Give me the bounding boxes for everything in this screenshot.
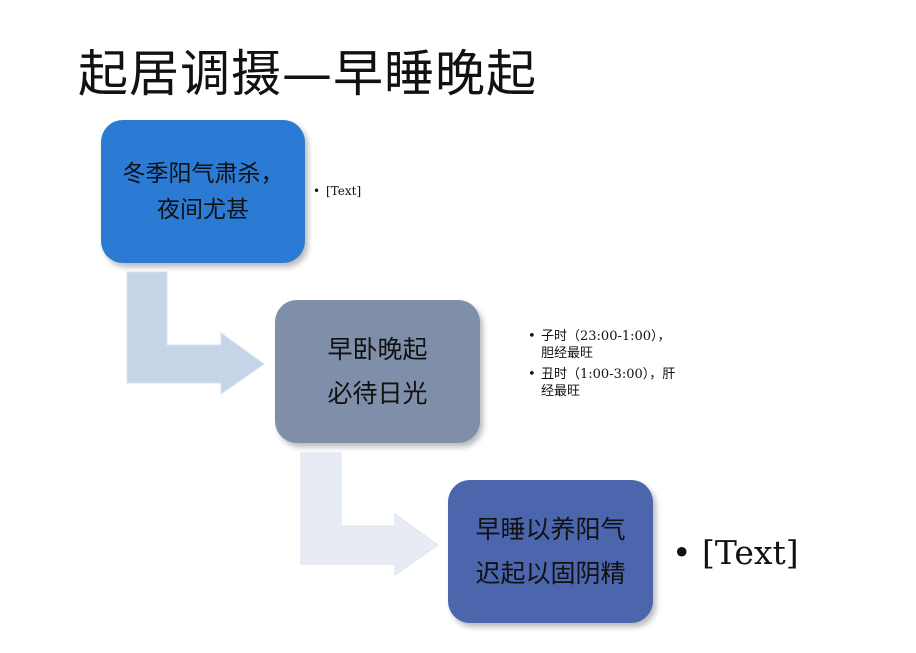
process-box-line: 夜间尤甚	[157, 196, 249, 223]
process-box-line: 早睡以养阳气	[475, 514, 626, 544]
process-box-line: 早卧晚起	[327, 334, 428, 364]
process-box-sleep-early: 早卧晚起 必待日光	[275, 300, 480, 443]
connector-arrow-1	[126, 271, 265, 395]
connector-arrow-2	[300, 452, 439, 576]
process-box-line: 冬季阳气肃杀，	[122, 160, 284, 187]
bullet-list-1: [Text]	[313, 184, 361, 198]
bullet-item: [Text]	[313, 184, 361, 198]
bullet-list-3: [Text]	[672, 533, 799, 572]
process-box-line: 迟起以固阴精	[475, 558, 626, 588]
bullet-item: 子时（23:00-1:00），胆经最旺	[528, 328, 679, 362]
process-box-nourish-yang: 早睡以养阳气 迟起以固阴精	[448, 480, 653, 623]
process-box-winter-yang: 冬季阳气肃杀， 夜间尤甚	[101, 120, 305, 263]
slide-title: 起居调摄—早睡晚起	[78, 45, 537, 103]
bullet-item: [Text]	[672, 533, 799, 572]
bullet-item: 丑时（1:00-3:00），肝经最旺	[528, 366, 679, 400]
process-box-line: 必待日光	[327, 378, 428, 408]
bullet-list-2: 子时（23:00-1:00），胆经最旺 丑时（1:00-3:00），肝经最旺	[528, 328, 679, 404]
